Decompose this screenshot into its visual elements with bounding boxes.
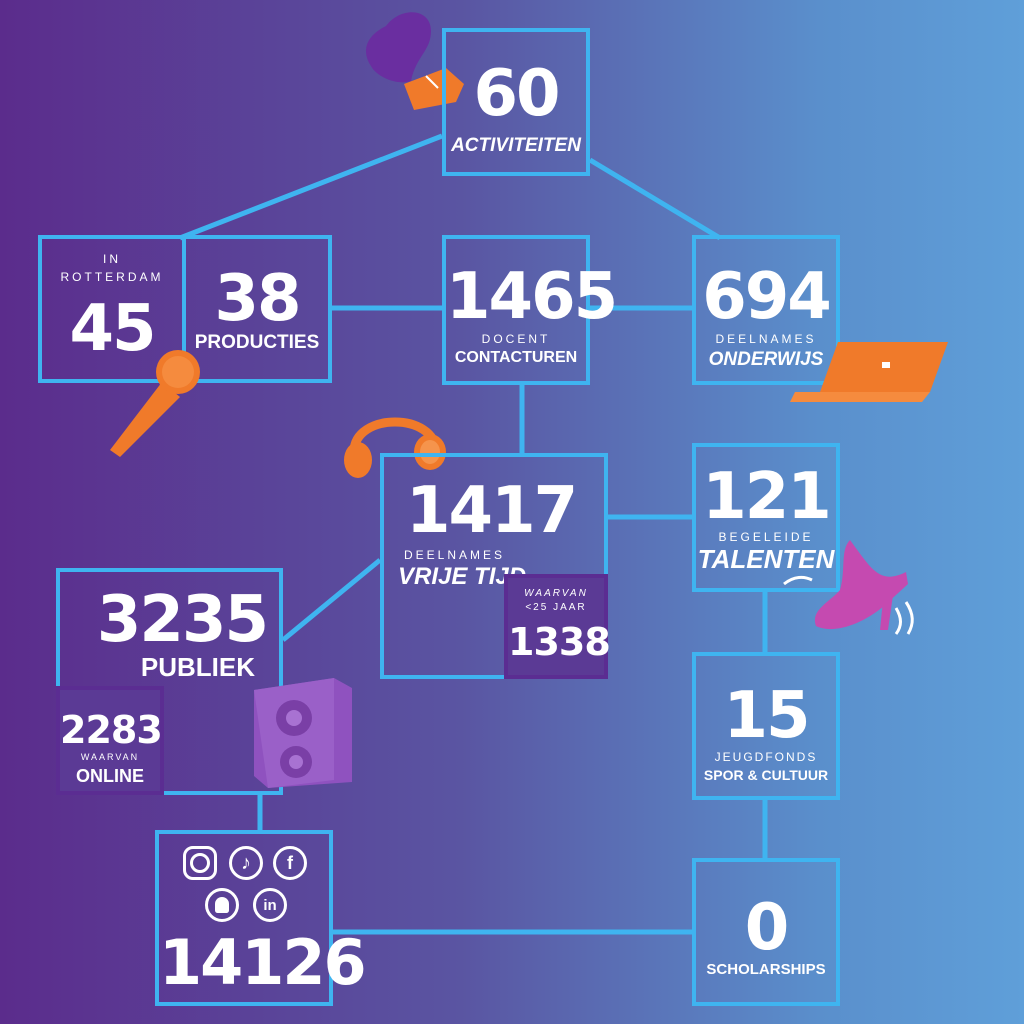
jeugdfonds-box: 15 JEUGDFONDS SPOR & CULTUUR (692, 652, 840, 800)
onderwijs-value: 694 (702, 260, 832, 334)
onderwijs-box: 694 DEELNAMES ONDERWIJS (692, 235, 840, 385)
rotterdam-value: 45 (69, 292, 156, 366)
facebook-icon: f (273, 846, 307, 880)
talenten-line1: BEGELEIDE (718, 530, 814, 544)
speaker-icon (254, 678, 352, 788)
linkedin-glyph: in (263, 896, 277, 914)
rotterdam-box: IN ROTTERDAM 45 (38, 235, 186, 383)
scholarships-label: SCHOLARSHIPS (706, 961, 826, 978)
contacturen-line1: DOCENT (481, 332, 551, 346)
producties-value: 38 (214, 262, 301, 336)
publiek-sub-line2: ONLINE (75, 766, 144, 786)
activiteiten-label: ACTIVITEITEN (451, 135, 581, 156)
jeugdfonds-line1: JEUGDFONDS (714, 750, 818, 764)
talenten-value: 121 (702, 460, 832, 534)
producties-label: PRODUCTIES (194, 332, 320, 353)
talenten-box: 121 BEGELEIDE TALENTEN (692, 443, 840, 592)
producties-box: 38 PRODUCTIES (182, 235, 332, 383)
onderwijs-line1: DEELNAMES (715, 332, 817, 346)
contacturen-line2: CONTACTUREN (454, 349, 578, 366)
scholarships-box: 0 SCHOLARSHIPS (692, 858, 840, 1006)
laptop-icon (790, 342, 948, 402)
publiek-sub-line1: WAARVAN (80, 752, 140, 762)
social-box: ♪ f in 14126 (155, 830, 367, 1006)
contacturen-value: 1465 (446, 260, 618, 334)
high-heel-shoe-icon (783, 540, 914, 635)
snapchat-icon (205, 888, 239, 922)
rotterdam-line1: IN (103, 252, 121, 266)
vrijetijd-value: 1417 (406, 474, 578, 548)
microphone-icon (110, 350, 200, 457)
publiek-value: 3235 (96, 583, 269, 657)
onderwijs-line2: ONDERWIJS (708, 349, 824, 370)
linkedin-icon: in (253, 888, 287, 922)
facebook-glyph: f (287, 852, 293, 873)
vrijetijd-sub-line2: <25 JAAR (525, 602, 587, 613)
social-value: 14126 (159, 926, 367, 999)
vrijetijd-box: 1417 DEELNAMES VRIJE TIJD (380, 453, 608, 679)
person-head-icon (366, 12, 464, 110)
activiteiten-value: 60 (473, 57, 560, 131)
vrijetijd-sub-box: WAARVAN <25 JAAR 1338 (504, 574, 611, 679)
vrijetijd-sub-line1: WAARVAN (524, 588, 588, 599)
headphones-icon (344, 417, 446, 478)
publiek-label: PUBLIEK (140, 652, 255, 682)
vrijetijd-sub-value: 1338 (508, 620, 611, 664)
instagram-icon (183, 846, 217, 880)
jeugdfonds-line2: SPOR & CULTUUR (703, 767, 829, 783)
publiek-box: 3235 PUBLIEK (56, 568, 283, 795)
vrijetijd-line1: DEELNAMES (404, 548, 506, 562)
contacturen-box: 1465 DOCENT CONTACTUREN (442, 235, 618, 385)
publiek-sub-box: 2283 WAARVAN ONLINE (56, 686, 164, 795)
rotterdam-line2: ROTTERDAM (60, 270, 164, 284)
tiktok-icon: ♪ (229, 846, 263, 880)
talenten-line2: TALENTEN (697, 544, 835, 574)
publiek-sub-value: 2283 (60, 708, 163, 752)
scholarships-value: 0 (744, 891, 790, 965)
activiteiten-box: 60 ACTIVITEITEN (442, 28, 590, 176)
jeugdfonds-value: 15 (723, 679, 810, 753)
